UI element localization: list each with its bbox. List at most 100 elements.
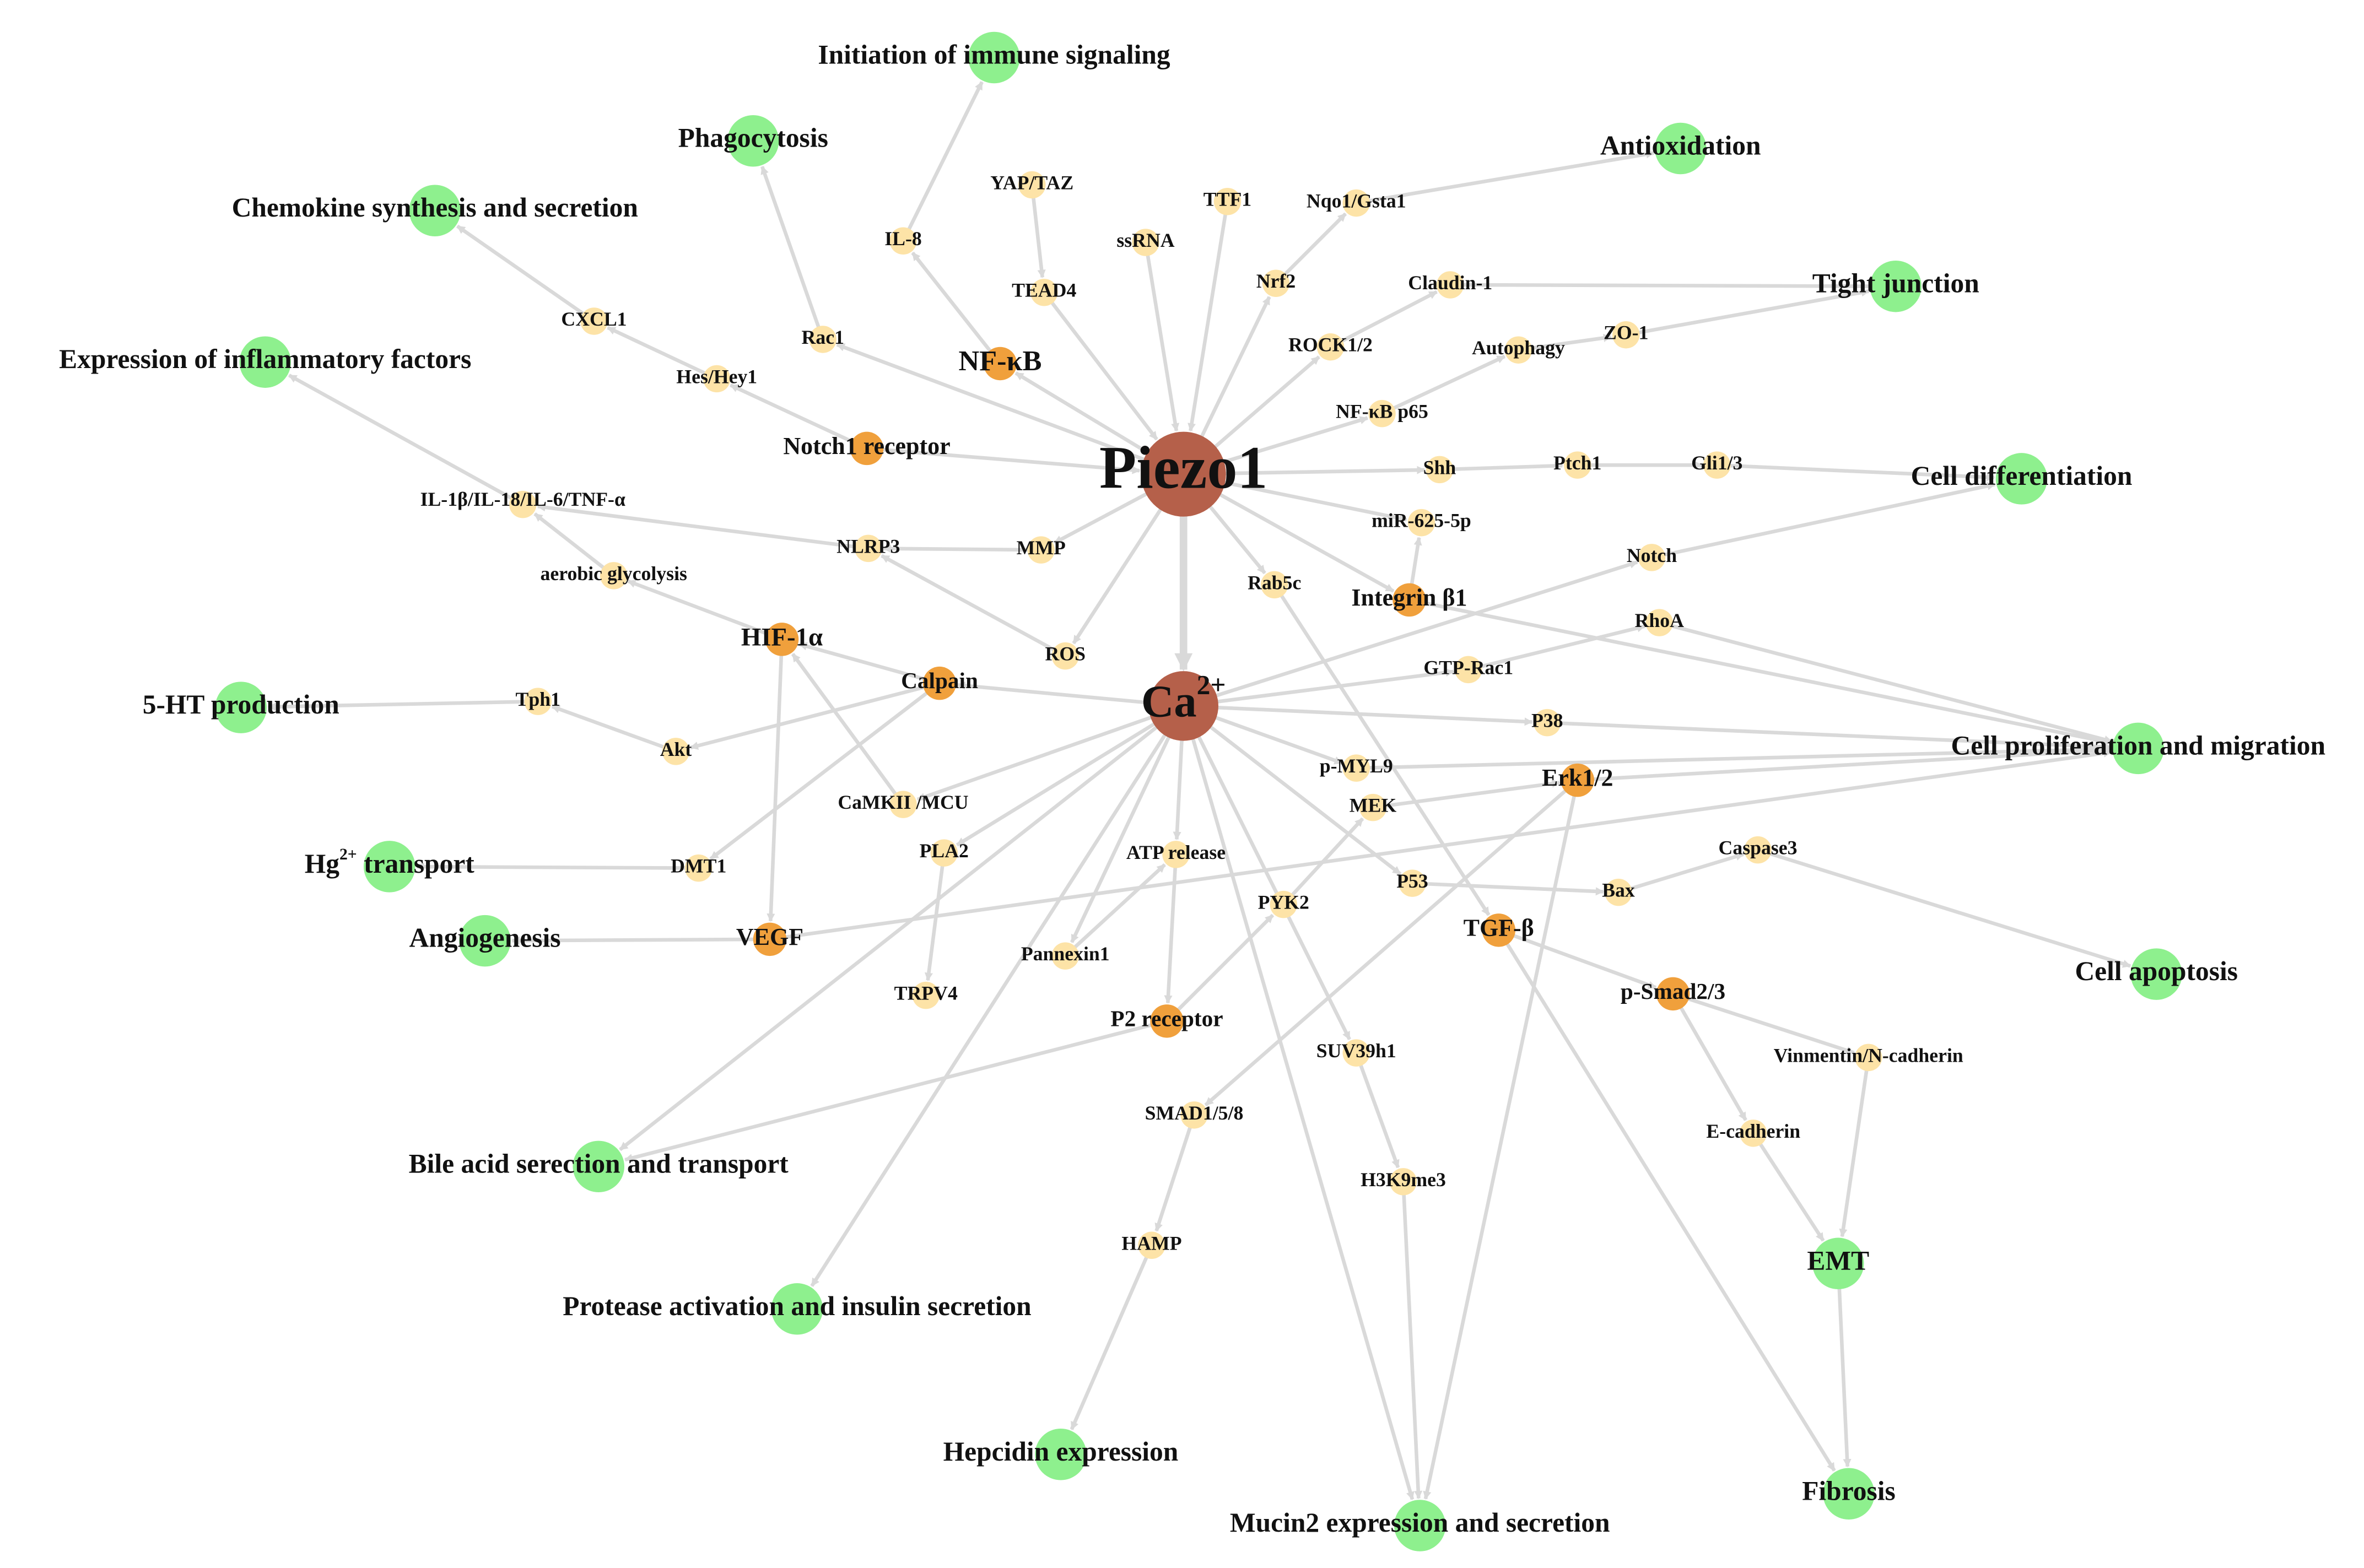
edge-hamp-to-o_hepc bbox=[1070, 1252, 1151, 1430]
edge-piezo1-to-rac1 bbox=[836, 343, 1161, 467]
edge-ros-to-nlrp3 bbox=[881, 554, 1059, 654]
label-o_prolif: Cell proliferation and migration bbox=[1951, 731, 2325, 761]
node-hif1a bbox=[765, 623, 799, 656]
edge-rock-to-claudin bbox=[1337, 290, 1438, 345]
label-text-ca: Ca bbox=[1141, 675, 1197, 726]
edge-vegf-to-o_angio bbox=[511, 936, 760, 945]
label-text-ptch1: Ptch1 bbox=[1553, 452, 1601, 474]
edge-vegf-to-o_prolif bbox=[779, 749, 2112, 940]
edge-cxcl1-to-o_chemo bbox=[456, 224, 589, 318]
label-suv: SUV39h1 bbox=[1316, 1040, 1396, 1062]
node-pla2 bbox=[930, 839, 958, 867]
label-tead4: TEAD4 bbox=[1012, 279, 1076, 301]
edge-piezo1-to-nrf2 bbox=[1192, 296, 1271, 452]
label-o_diff: Cell differentiation bbox=[1911, 461, 2133, 491]
label-text-nrf2: Nrf2 bbox=[1256, 270, 1296, 292]
label-pyk2: PYK2 bbox=[1258, 891, 1309, 913]
edge-nlrp3-to-il1b bbox=[537, 503, 861, 549]
edge-erk-to-smad158 bbox=[1204, 785, 1572, 1107]
edge-ca-to-suv bbox=[1191, 723, 1351, 1040]
edge-psmad-to-ecad bbox=[1676, 1001, 1747, 1121]
label-o_mucin: Mucin2 expression and secretion bbox=[1230, 1507, 1610, 1538]
edge-tgfb-to-o_fibro bbox=[1502, 938, 1836, 1472]
label-text-o_angio: Angiogenesis bbox=[409, 923, 561, 953]
label-hif1a: HIF-1α bbox=[741, 623, 823, 651]
label-nlrp3: NLRP3 bbox=[836, 536, 900, 558]
label-text-hamp: HAMP bbox=[1121, 1232, 1181, 1255]
label-text-pla2: PLA2 bbox=[920, 840, 969, 862]
label-panx1: Pannexin1 bbox=[1021, 943, 1110, 965]
label-text-nqo1: Nqo1/Gsta1 bbox=[1307, 190, 1406, 212]
node-smad158 bbox=[1180, 1101, 1208, 1129]
label-o_hg: Hg2+ transport bbox=[305, 846, 475, 879]
label-text-o_5ht: 5-HT production bbox=[143, 689, 339, 720]
label-gli: Gli1/3 bbox=[1691, 452, 1742, 474]
label-text-cxcl1: CXCL1 bbox=[561, 308, 627, 330]
label-o_bile: Bile acid serection and transport bbox=[409, 1149, 789, 1179]
node-psmad bbox=[1656, 977, 1690, 1011]
label-vim: Vinmentin/N-cadherin bbox=[1774, 1045, 1963, 1067]
label-text-p2r: P2 receptor bbox=[1110, 1006, 1223, 1031]
label-zo1: ZO-1 bbox=[1604, 322, 1648, 344]
label-text-o_bile: Bile acid serection and transport bbox=[409, 1149, 789, 1179]
node-h3k9 bbox=[1389, 1168, 1417, 1196]
edge-nfkb-to-il8 bbox=[911, 251, 996, 357]
edge-mmp-to-nlrp3 bbox=[882, 544, 1033, 553]
node-ttf1 bbox=[1213, 187, 1242, 215]
node-ssrna bbox=[1132, 229, 1159, 256]
label-autophagy: Autophagy bbox=[1472, 337, 1565, 359]
node-camk bbox=[889, 791, 917, 818]
edge-piezo1-to-mir bbox=[1208, 477, 1408, 522]
label-rest-o_hg: transport bbox=[357, 848, 475, 879]
label-ros: ROS bbox=[1045, 643, 1086, 665]
node-dmt1 bbox=[685, 854, 713, 882]
node-o_inflam bbox=[239, 336, 291, 388]
label-shh: Shh bbox=[1423, 457, 1456, 479]
label-o_chemo: Chemokine synthesis and secretion bbox=[232, 193, 638, 223]
edge-piezo1-to-mmp bbox=[1053, 484, 1162, 545]
edge-tead4-to-piezo1 bbox=[1048, 298, 1158, 441]
label-text-erk: Erk1/2 bbox=[1542, 764, 1613, 791]
edge-erk-to-o_mucin bbox=[1423, 790, 1578, 1500]
edge-tgfb-to-psmad bbox=[1507, 932, 1657, 990]
label-text-camk: CaMKII /MCU bbox=[838, 791, 968, 813]
node-o_hg bbox=[364, 841, 415, 893]
node-o_tight bbox=[1870, 260, 1922, 312]
node-o_phago bbox=[727, 115, 779, 167]
node-notch1r bbox=[850, 431, 884, 466]
label-smad158: SMAD1/5/8 bbox=[1145, 1102, 1244, 1124]
node-ros bbox=[1051, 642, 1079, 670]
node-o_bile bbox=[573, 1140, 624, 1193]
edge-piezo1-to-nfkb bbox=[1014, 371, 1163, 463]
edge-piezo1-to-shh bbox=[1208, 466, 1426, 476]
label-text-vegf: VEGF bbox=[736, 923, 803, 950]
label-o_immune: Initiation of immune signaling bbox=[818, 40, 1170, 70]
node-gtprac1 bbox=[1455, 656, 1482, 684]
label-nfkb: NF-κB bbox=[959, 345, 1042, 377]
node-o_immune bbox=[968, 31, 1020, 84]
label-text-il8: IL-8 bbox=[884, 228, 922, 250]
node-o_5ht bbox=[215, 682, 267, 733]
edge-calpain-to-hif1a bbox=[798, 642, 931, 683]
edge-p38-to-o_prolif bbox=[1555, 721, 2112, 751]
node-o_chemo bbox=[409, 185, 461, 236]
label-gtprac1: GTP-Rac1 bbox=[1423, 657, 1513, 679]
label-text-claudin: Claudin-1 bbox=[1408, 272, 1492, 294]
label-text-ecad: E-cadherin bbox=[1706, 1120, 1800, 1142]
edge-nqo1-to-o_antiox bbox=[1364, 150, 1655, 204]
label-mir: miR-625-5p bbox=[1372, 510, 1471, 532]
label-il8: IL-8 bbox=[884, 228, 922, 250]
node-o_protease bbox=[771, 1283, 823, 1335]
label-text-nfkbp65: NF-κB p65 bbox=[1336, 401, 1428, 423]
label-h3k9: H3K9me3 bbox=[1361, 1169, 1446, 1191]
label-ptch1: Ptch1 bbox=[1553, 452, 1601, 474]
label-hes: Hes/Hey1 bbox=[676, 366, 757, 388]
label-claudin: Claudin-1 bbox=[1408, 272, 1492, 294]
label-cxcl1: CXCL1 bbox=[561, 308, 627, 330]
edge-il1b-to-o_inflam bbox=[288, 374, 517, 502]
label-text-il1b: IL-1β/IL-18/IL-6/TNF-α bbox=[420, 488, 625, 510]
label-o_emt: EMT bbox=[1807, 1246, 1869, 1276]
label-piezo1: Piezo1 bbox=[1099, 434, 1267, 501]
edge-casp3-to-o_apop bbox=[1765, 850, 2131, 968]
